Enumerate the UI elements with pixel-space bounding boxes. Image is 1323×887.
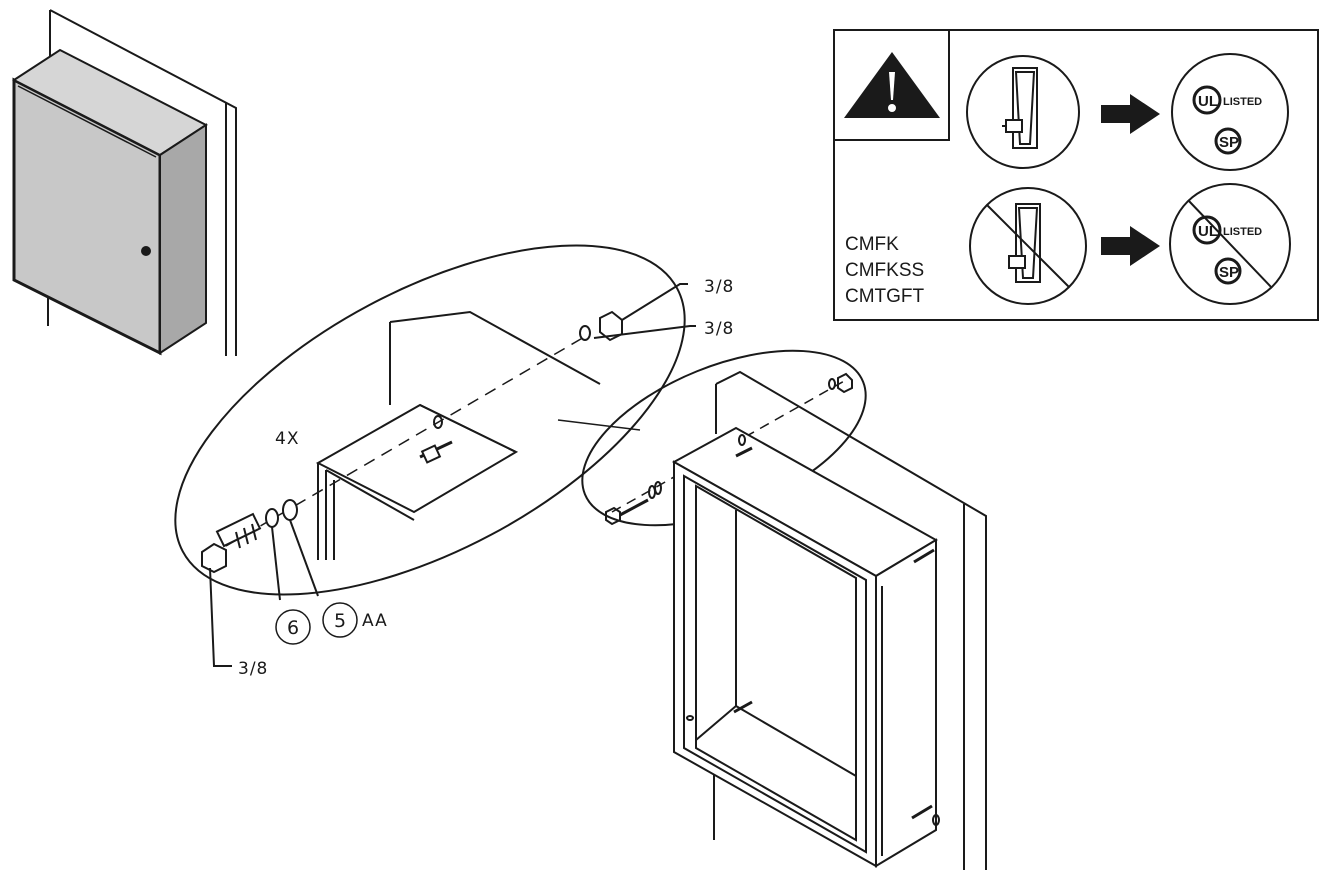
part-callout-6: 6 bbox=[275, 609, 311, 645]
csa-mark: SP bbox=[1219, 134, 1239, 151]
warning-panel: UL LISTED SP UL LISTED SP CMFK CMFKSS bbox=[833, 29, 1319, 321]
warning-triangle-icon bbox=[844, 52, 940, 118]
part-number-5: 5 bbox=[334, 610, 346, 632]
ul-mark-2: UL bbox=[1198, 223, 1218, 240]
prohibited-clip-icon bbox=[969, 187, 1087, 305]
assembled-enclosure-view bbox=[12, 9, 237, 356]
part-callout-5: 5 bbox=[322, 602, 358, 638]
model-name-1: CMFK bbox=[845, 234, 899, 255]
open-enclosure-view bbox=[671, 370, 987, 870]
washer-size-label: 3/8 bbox=[704, 319, 734, 339]
listed-label: LISTED bbox=[1223, 96, 1262, 108]
nut-size-label: 3/8 bbox=[704, 277, 734, 297]
bolt-size-label: 3/8 bbox=[238, 659, 268, 679]
quantity-label: 4X bbox=[275, 429, 299, 449]
arrow-right-icon bbox=[1101, 94, 1160, 134]
lock-washer-suffix: AA bbox=[362, 611, 388, 631]
hardware-detail-ellipse bbox=[174, 244, 696, 667]
certification-approved-icon: UL LISTED SP bbox=[1171, 53, 1289, 171]
ul-mark: UL bbox=[1198, 93, 1218, 110]
lock-washer-icon bbox=[282, 499, 298, 521]
csa-mark-2: SP bbox=[1219, 264, 1239, 281]
approved-clip-icon bbox=[966, 55, 1080, 169]
hex-bolt-icon bbox=[201, 512, 262, 574]
certification-void-icon: UL LISTED SP bbox=[1169, 183, 1291, 305]
top-washer-icon bbox=[579, 325, 591, 341]
part-number-6: 6 bbox=[287, 617, 299, 639]
arrow-right-icon-2 bbox=[1101, 226, 1160, 266]
flat-washer-icon bbox=[265, 508, 279, 528]
listed-label-2: LISTED bbox=[1223, 226, 1262, 238]
model-name-3: CMTGFT bbox=[845, 286, 925, 307]
model-name-2: CMFKSS bbox=[845, 260, 924, 281]
